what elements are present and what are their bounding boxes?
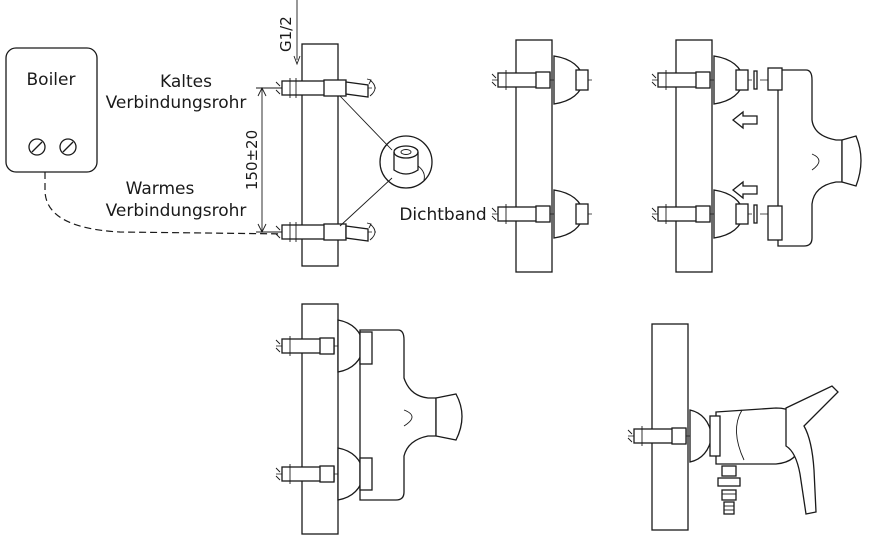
insert-arrow-icon [731,180,758,200]
boiler-unit: Boiler [5,47,98,173]
wall-brick [651,323,689,531]
rotation-arrow-icon [366,222,372,229]
cold-label-1: Kaltes [160,72,212,92]
mounted-mixer-body [359,329,463,501]
cold-label-2: Verbindungsrohr [106,93,247,113]
warm-label-2: Verbindungsrohr [106,201,247,221]
distance-label: 150±20 [243,130,261,190]
boiler-label: Boiler [27,70,76,90]
rotation-arrow-icon [366,78,372,85]
screw-icon [28,138,46,156]
thread-label: G1/2 [277,16,295,52]
lever-handle [785,385,839,515]
mixer-body [767,67,862,247]
outlet-parts [717,465,741,515]
seal-label: Dichtband [399,205,486,225]
wall-brick [301,43,339,267]
screw-icon [59,138,77,156]
wall-brick [675,39,713,273]
mixer-with-lever [709,385,839,515]
insert-arrow-icon [731,110,758,130]
tape-roll-icon [379,135,433,189]
wall-brick [301,303,339,535]
wall-brick [515,39,553,273]
warm-label-1: Warmes [126,179,195,199]
